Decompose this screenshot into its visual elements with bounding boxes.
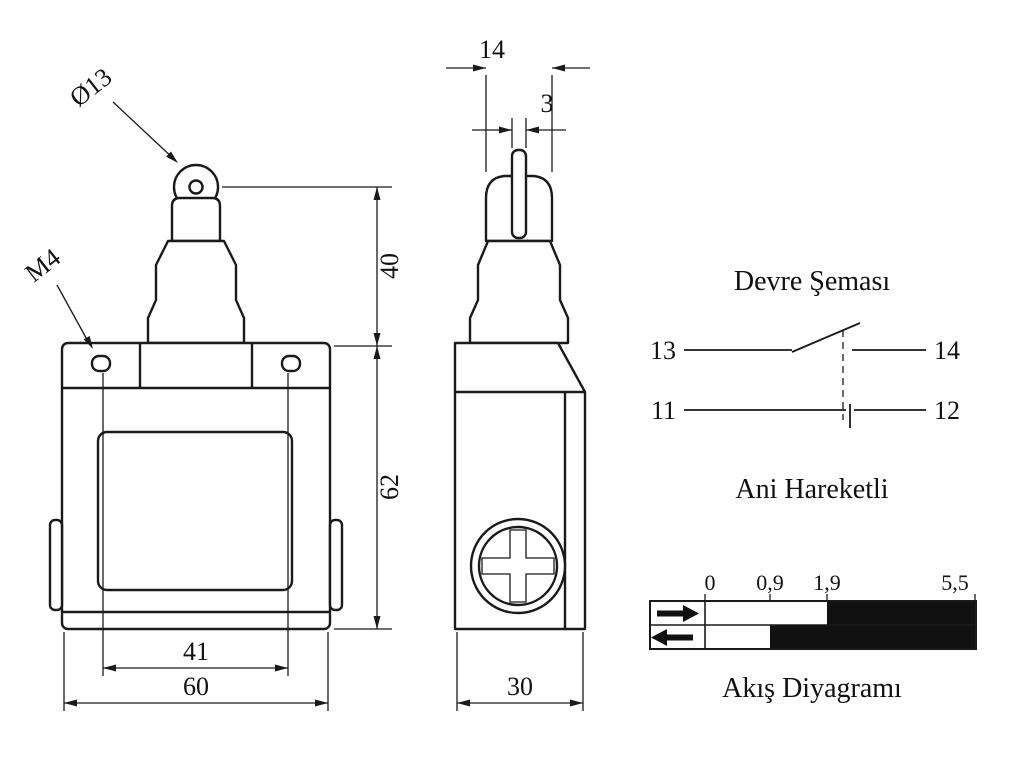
dim62-arrow-bottom-icon xyxy=(373,616,381,629)
flow-diagram: 0 0,9 1,9 5,5 Akış Diyagramı xyxy=(649,570,977,704)
side-lug-right xyxy=(328,518,344,612)
flow-black-top xyxy=(827,601,976,625)
side-view xyxy=(453,148,587,631)
dim-14-label: 14 xyxy=(479,35,505,64)
dim-62-label: 62 xyxy=(375,474,404,500)
dim3-arrow-left-icon xyxy=(499,126,512,134)
front-plate xyxy=(96,430,294,592)
dim3-arrow-right-icon xyxy=(526,126,539,134)
flow-tick-55: 5,5 xyxy=(941,570,969,595)
plunger-bellows xyxy=(146,239,246,345)
mounting-hole-right xyxy=(280,354,302,373)
side-view-dimensions: 14 3 30 xyxy=(446,35,590,711)
flow-tick-09: 0,9 xyxy=(756,570,784,595)
screw-head-outer xyxy=(469,517,567,615)
terminal-12-label: 12 xyxy=(934,396,960,425)
screw-cross-slot xyxy=(481,529,555,603)
screw-head-inner xyxy=(477,525,559,607)
terminal-11-label: 11 xyxy=(651,396,676,425)
flow-black-bottom xyxy=(770,625,976,649)
terminal-14-label: 14 xyxy=(934,336,960,365)
dim14-arrow-left-icon xyxy=(473,64,486,72)
dim41-arrow-left-icon xyxy=(103,664,116,672)
dim-60-label: 60 xyxy=(183,672,209,701)
dim60-arrow-right-icon xyxy=(315,699,328,707)
flow-arrow-right-icon xyxy=(683,605,699,622)
flow-caption: Akış Diyagramı xyxy=(722,673,902,704)
flow-arrow-right-shaft xyxy=(657,610,683,617)
plunger-head xyxy=(170,196,222,243)
thread-label: M4 xyxy=(20,243,66,288)
dim40-arrow-top-icon xyxy=(373,187,381,200)
front-view xyxy=(48,163,344,631)
flow-tick-19: 1,9 xyxy=(813,570,841,595)
circuit-diagram: Devre Şeması 13 14 11 12 Ani Hareketli xyxy=(650,266,960,505)
flow-tick-0: 0 xyxy=(705,570,716,595)
dim-40-label: 40 xyxy=(375,253,404,279)
dim-30-label: 30 xyxy=(507,672,533,701)
circuit-caption: Ani Hareketli xyxy=(735,474,888,505)
dim-41-label: 41 xyxy=(183,637,209,666)
dim41-arrow-right-icon xyxy=(275,664,288,672)
side-roller-edge xyxy=(510,148,528,240)
dia-leader-arrow-icon xyxy=(166,151,178,163)
thread-leader-arrow-icon xyxy=(83,336,93,349)
dim-3-label: 3 xyxy=(541,89,554,118)
circuit-title: Devre Şeması xyxy=(734,266,891,297)
dim30-arrow-left-icon xyxy=(457,699,470,707)
dia-label: Ø13 xyxy=(64,62,117,112)
terminal-13-label: 13 xyxy=(650,336,676,365)
dim14-arrow-right-icon xyxy=(552,64,565,72)
dim60-arrow-left-icon xyxy=(64,699,77,707)
flow-arrow-left-shaft xyxy=(667,634,693,641)
side-plunger-bellows xyxy=(468,239,570,345)
dim62-arrow-top-icon xyxy=(373,346,381,359)
side-lug-left xyxy=(48,518,64,612)
thread-leader-line xyxy=(56,284,91,346)
mounting-hole-left xyxy=(90,354,112,373)
dia-leader-line xyxy=(112,101,176,161)
flow-arrow-left-icon xyxy=(651,629,667,646)
contact-no-blade xyxy=(791,322,861,353)
dim30-arrow-right-icon xyxy=(570,699,583,707)
dim40-arrow-bottom-icon xyxy=(373,333,381,346)
roller-axle xyxy=(188,179,204,195)
